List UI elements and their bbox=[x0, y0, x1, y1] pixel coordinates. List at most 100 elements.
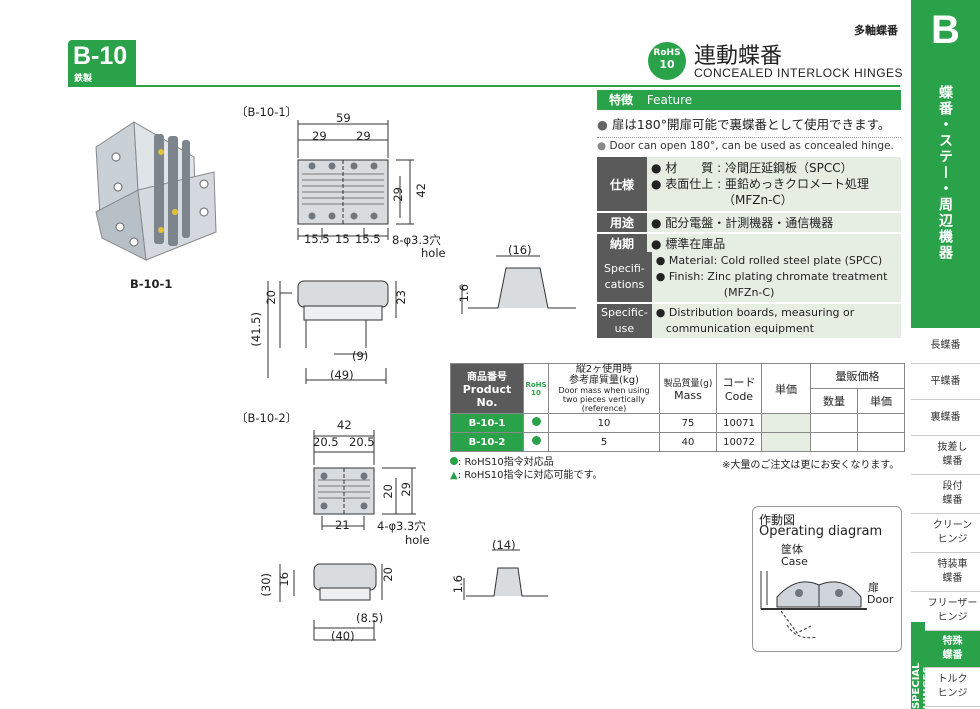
dim2-30: (30) bbox=[259, 573, 273, 597]
spec-line: 材 質 : 冷間圧延鋼板（SPCC） bbox=[665, 161, 853, 175]
rohs-logo-text: RoHS bbox=[653, 48, 681, 58]
delivery-body-jp: ● 標準在庫品 bbox=[647, 233, 901, 255]
th-mass-jp: 製品質量(g) bbox=[663, 378, 713, 389]
spec-body-en: ● Material: Cold rolled steel plate (SPC… bbox=[651, 252, 901, 304]
sidebar-item-label: 特殊 蝶番 bbox=[942, 636, 963, 661]
cell-qty bbox=[810, 413, 858, 433]
op-door-jp: 扉 bbox=[868, 581, 879, 594]
drawing1 bbox=[267, 120, 576, 384]
spec-line: Finish: Zinc plating chromate treatment bbox=[668, 270, 888, 283]
th-code-jp: コード bbox=[722, 376, 756, 389]
dim2-14: (14) bbox=[492, 538, 516, 552]
drawing1-title: 〔B-10-1〕 bbox=[236, 105, 298, 119]
sidebar-item-label: 裏蝶番 bbox=[930, 411, 961, 423]
cell-product[interactable]: B-10-1 bbox=[450, 413, 524, 433]
use-body-jp: ● 配分電盤・計測機器・通信機器 bbox=[647, 212, 901, 234]
dim2-20b: 20 bbox=[381, 567, 395, 582]
sidebar-item-label: 長蝶番 bbox=[930, 339, 961, 351]
th-mass-en: Mass bbox=[674, 388, 702, 402]
sidebar-item-label: 抜差し 蝶番 bbox=[937, 442, 968, 467]
op-drawing bbox=[760, 571, 867, 639]
section-tab[interactable]: B 蝶番・ステー・周辺機器 bbox=[911, 0, 980, 328]
th-code-en: Code bbox=[724, 390, 754, 403]
dim-9: (9) bbox=[352, 349, 369, 363]
cell-price bbox=[761, 432, 811, 452]
spec-body-jp: ● 材 質 : 冷間圧延鋼板（SPCC） ● 表面仕上 : 亜鉛めっきクロメート… bbox=[647, 157, 901, 213]
sidebar-item-vehicle-hinge[interactable]: 特装車 蝶番 bbox=[911, 553, 980, 592]
spec-line: 表面仕上 : 亜鉛めっきクロメート処理 bbox=[665, 177, 869, 191]
th-door-mass-jp1: 縦2ヶ使用時 bbox=[575, 364, 633, 375]
dim2-40: (40) bbox=[331, 629, 355, 643]
spec-head-en: Specifi- cations bbox=[597, 252, 652, 304]
delivery-text: 標準在庫品 bbox=[665, 237, 726, 251]
th-door-mass-en1: Door mass when using bbox=[558, 386, 650, 395]
dim-20: 20 bbox=[264, 290, 278, 305]
op-title-en: Operating diagram bbox=[759, 524, 883, 539]
cell-product[interactable]: B-10-2 bbox=[450, 432, 524, 452]
dim-42: 42 bbox=[414, 183, 428, 198]
use-head-jp: 用途 bbox=[597, 212, 647, 234]
dim-15: 15 bbox=[335, 232, 350, 246]
dim-41-5: (41.5) bbox=[249, 312, 263, 347]
th-mass: 製品質量(g) Mass bbox=[659, 363, 717, 414]
drawing2-title: 〔B-10-2〕 bbox=[236, 411, 298, 425]
spec-head-jp: 仕様 bbox=[597, 157, 647, 213]
th-rohs: RoHS 10 bbox=[523, 363, 549, 414]
triangle-icon: ▲ bbox=[450, 470, 458, 481]
sidebar-item-label: フリーザー ヒンジ bbox=[927, 598, 978, 623]
sidebar-item-concealed-hinge[interactable]: 裏蝶番 bbox=[911, 400, 980, 436]
cell-mass: 75 bbox=[659, 413, 717, 433]
th-code: コード Code bbox=[716, 363, 762, 414]
page-title: 連動蝶番 bbox=[694, 44, 783, 69]
sidebar-item-label: トルク ヒンジ bbox=[937, 674, 968, 699]
dim-49: (49) bbox=[330, 368, 354, 382]
rohs-logo-num: 10 bbox=[659, 58, 675, 71]
legend-circle-text: : RoHS10指令対応品 bbox=[458, 457, 554, 468]
op-title-jp: 作動図 bbox=[759, 513, 796, 527]
dim-29b: 29 bbox=[356, 129, 371, 143]
dim2-1-6: 1.6 bbox=[451, 575, 465, 594]
sidebar-item-long-hinge[interactable]: 長蝶番 bbox=[911, 328, 980, 364]
sidebar-item-liftoff-hinge[interactable]: 抜差し 蝶番 bbox=[911, 436, 980, 475]
th-door-mass-jp2: 参考扉質量(kg) bbox=[569, 375, 639, 386]
feature-text-en: ● Door can open 180°, can be used as con… bbox=[597, 137, 901, 152]
dim-16: (16) bbox=[508, 243, 532, 257]
dim2-16: 16 bbox=[277, 572, 291, 587]
drawing2 bbox=[279, 430, 548, 641]
sidebar-item-clean-hinge[interactable]: クリーン ヒンジ bbox=[911, 514, 980, 553]
dim-59: 59 bbox=[336, 111, 351, 125]
product-photo bbox=[95, 121, 217, 261]
dim2-20: 20 bbox=[381, 484, 395, 499]
feature-text-jp: ● 扉は180°開扉可能で裏蝶番として使用できます。 bbox=[597, 117, 891, 132]
th-price: 単価 bbox=[761, 363, 811, 414]
cell-code: 10071 bbox=[716, 413, 762, 433]
cell-qty bbox=[810, 432, 858, 452]
th-product-en: Product No. bbox=[462, 383, 512, 409]
spec-line: （MFZn-C） bbox=[723, 193, 793, 207]
material-label: 鉄製 bbox=[74, 74, 93, 84]
category-label: 多軸蝶番 bbox=[854, 24, 898, 37]
sidebar-item-label: 平蝶番 bbox=[930, 375, 961, 387]
cell-rohs bbox=[523, 432, 549, 452]
th-door-mass: 縦2ヶ使用時 参考扉質量(kg) Door mass when using tw… bbox=[548, 363, 660, 414]
feature-header: 特徴 Feature bbox=[597, 90, 901, 110]
dim-hole-en: hole bbox=[421, 246, 446, 260]
rohs-dot-icon bbox=[531, 417, 541, 426]
product-code: B-10 bbox=[73, 42, 128, 70]
product-table: 商品番号 Product No. RoHS 10 縦2ヶ使用時 参考扉質量(kg… bbox=[450, 363, 905, 452]
feature-text-en-value: Door can open 180°, can be used as conce… bbox=[609, 140, 894, 152]
dim-hole-spec: 8-φ3.3穴 bbox=[392, 233, 441, 247]
dim-29c: 29 bbox=[391, 187, 405, 202]
use-text: 配分電盤・計測機器・通信機器 bbox=[665, 216, 834, 230]
sidebar-item-offset-hinge[interactable]: 段付 蝶番 bbox=[911, 475, 980, 514]
sidebar-item-label: 特装車 蝶番 bbox=[937, 559, 968, 584]
op-door-en: Door bbox=[867, 593, 894, 606]
spec-table-jp: 仕様 ● 材 質 : 冷間圧延鋼板（SPCC） ● 表面仕上 : 亜鉛めっきクロ… bbox=[597, 157, 901, 255]
th-product-jp: 商品番号 bbox=[467, 372, 507, 383]
op-case-jp: 筐体 bbox=[781, 543, 803, 556]
sidebar-item-label: 段付 蝶番 bbox=[942, 481, 963, 506]
sidebar-item-flat-hinge[interactable]: 平蝶番 bbox=[911, 364, 980, 400]
sidebar-item-torque-hinge[interactable]: トルク ヒンジ bbox=[911, 668, 980, 707]
sidebar-item-freezer-hinge[interactable]: フリーザー ヒンジ bbox=[911, 592, 980, 631]
section-title: 蝶番・ステー・周辺機器 bbox=[937, 85, 953, 261]
